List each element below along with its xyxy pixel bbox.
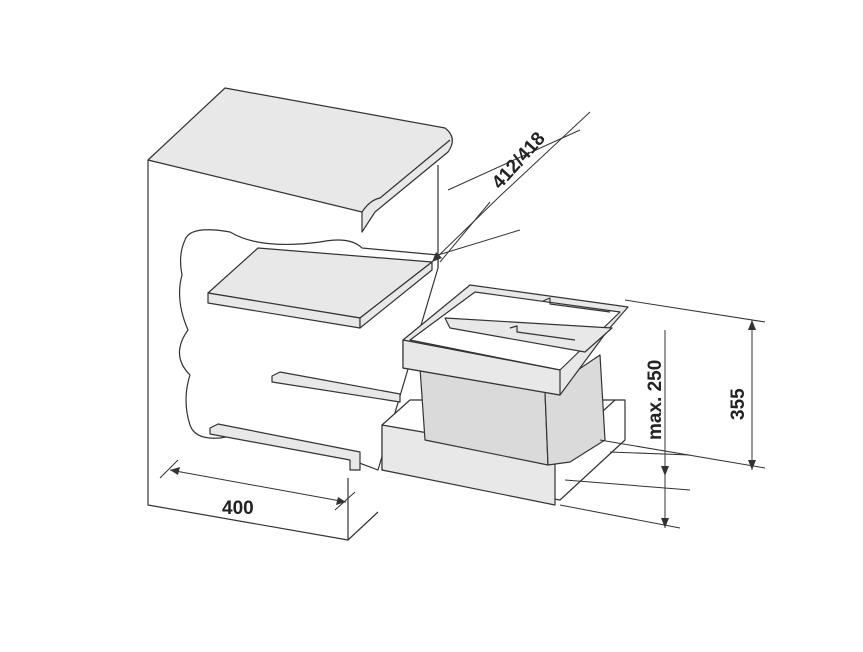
waste-bins <box>402 284 629 466</box>
countertop <box>147 87 453 233</box>
depth-dimension-label: 412/418 <box>488 128 550 193</box>
upper-shelf <box>207 247 433 329</box>
dimension-lines <box>159 111 766 529</box>
max-height-dimension-label: max. 250 <box>645 360 666 440</box>
width-dimension-label: 400 <box>222 498 254 519</box>
height-dimension-label: 355 <box>728 388 749 420</box>
lower-rails <box>209 371 401 471</box>
